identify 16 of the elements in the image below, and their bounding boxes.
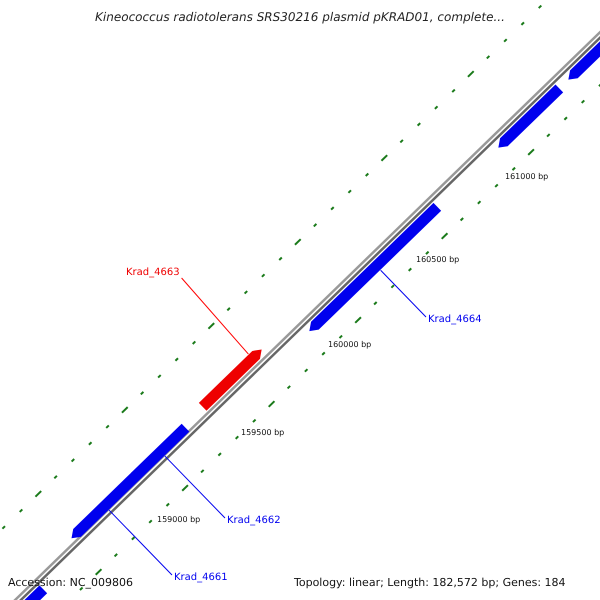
title: Kineococcus radiotolerans SRS30216 plasmid pKRAD01, complete... xyxy=(94,11,506,23)
gene-bar xyxy=(498,84,564,148)
gene-bar xyxy=(130,424,190,482)
info-text: Topology: linear; Length: 182,572 bp; Genes: 184 xyxy=(294,577,566,588)
gene-label: Krad_4662 xyxy=(227,516,281,526)
scale-label: 159000 bp xyxy=(157,516,200,524)
gene-bar xyxy=(198,350,262,411)
gene-bar xyxy=(72,472,140,538)
scale-label: 160500 bp xyxy=(416,256,460,264)
gene-label: Krad_4663 xyxy=(126,268,180,278)
leader-line xyxy=(108,510,172,576)
gene-label: Krad_4664 xyxy=(428,315,482,325)
leader-line xyxy=(181,278,249,355)
leader-line xyxy=(380,270,426,318)
gene-label: Krad_4661 xyxy=(174,573,228,583)
leader-line xyxy=(164,456,226,518)
